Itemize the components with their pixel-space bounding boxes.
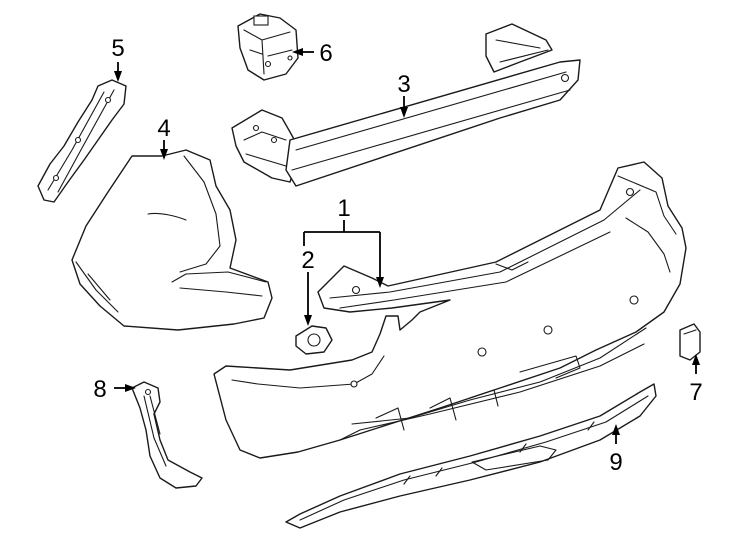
callout-2-label: 2 bbox=[301, 247, 314, 274]
part-4-corner-cover bbox=[71, 149, 273, 331]
callout-7-label: 7 bbox=[689, 379, 702, 406]
callout-leaders bbox=[114, 48, 700, 444]
callout-1-label: 1 bbox=[337, 195, 350, 222]
callout-5-label: 5 bbox=[111, 35, 124, 62]
part-7-cap bbox=[679, 323, 701, 361]
callout-3-label: 3 bbox=[397, 71, 410, 98]
callout-4-label: 4 bbox=[157, 115, 170, 142]
part-8-lower-bracket bbox=[131, 381, 203, 489]
part-5-side-bracket bbox=[37, 79, 127, 203]
callout-8-label: 8 bbox=[93, 376, 106, 403]
part-3-impact-bar bbox=[231, 23, 581, 187]
callout-6-label: 6 bbox=[319, 40, 332, 67]
part-2-sensor-bracket bbox=[295, 325, 333, 355]
callout-numbers: 1 2 3 4 5 6 7 8 9 bbox=[93, 35, 702, 476]
part-6-module-bracket bbox=[237, 13, 299, 81]
callout-9-label: 9 bbox=[609, 449, 622, 476]
part-9-lower-valance bbox=[285, 383, 657, 529]
part-1-bumper-cover bbox=[213, 161, 687, 459]
